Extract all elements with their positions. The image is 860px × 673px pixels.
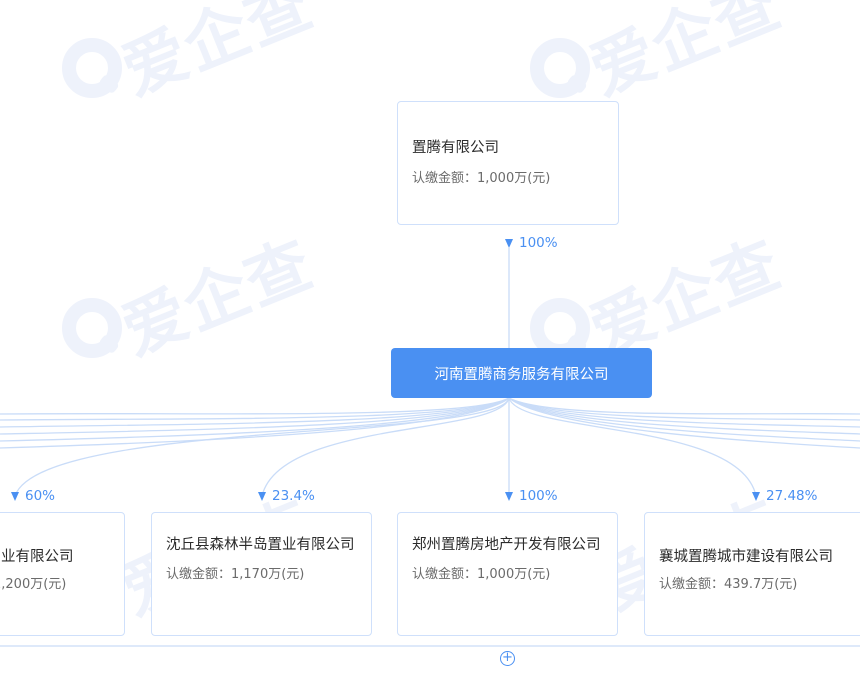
arrow-down-icon [258, 492, 266, 501]
child-node[interactable]: 业有限公司 1,200万(元) [0, 512, 125, 636]
child-node[interactable]: 襄城置腾城市建设有限公司 认缴金额：439.7万(元) [644, 512, 860, 636]
child-connector [0, 397, 510, 449]
child-connector [261, 397, 510, 497]
child-connector [0, 397, 510, 428]
child-connector [508, 397, 860, 428]
arrow-down-icon [505, 492, 513, 501]
child-connector [508, 397, 757, 497]
child-connector [508, 397, 860, 415]
child-connector [508, 397, 860, 421]
arrow-down-icon [752, 492, 760, 501]
child-connector [0, 397, 510, 442]
child-amount: 1,200万(元) [0, 577, 67, 592]
child-amount: 认缴金额：1,000万(元) [412, 567, 551, 582]
child-connector [508, 397, 860, 435]
child-name: 郑州置腾房地产开发有限公司 [412, 537, 601, 553]
child-node[interactable]: 沈丘县森林半岛置业有限公司 认缴金额：1,170万(元) [151, 512, 372, 636]
child-percent: 100% [505, 488, 558, 504]
child-connector [508, 397, 860, 449]
parent-percent: 100% [505, 235, 558, 251]
child-node[interactable]: 郑州置腾房地产开发有限公司 认缴金额：1,000万(元) [397, 512, 618, 636]
child-percent: 27.48% [752, 488, 817, 504]
child-connector [0, 397, 510, 415]
child-percent-value: 27.48% [766, 488, 818, 504]
child-name: 业有限公司 [1, 549, 74, 565]
child-amount: 认缴金额：1,170万(元) [166, 567, 305, 582]
child-percent-value: 100% [519, 488, 558, 504]
child-percent: 23.4% [258, 488, 315, 504]
arrow-down-icon [11, 492, 19, 501]
child-name: 沈丘县森林半岛置业有限公司 [166, 537, 355, 553]
center-name: 河南置腾商务服务有限公司 [434, 366, 609, 383]
child-percent-value: 23.4% [272, 488, 315, 504]
parent-percent-value: 100% [519, 235, 558, 251]
child-connector [14, 397, 510, 497]
child-percent-value: 60% [25, 488, 56, 504]
child-connector [0, 397, 510, 421]
center-node[interactable]: 河南置腾商务服务有限公司 [391, 348, 652, 398]
parent-node[interactable]: 置腾有限公司 认缴金额：1,000万(元) [397, 101, 619, 225]
expand-plus-icon[interactable]: + [500, 651, 515, 666]
parent-amount: 认缴金额：1,000万(元) [412, 171, 551, 186]
arrow-down-icon [505, 239, 513, 248]
child-amount: 认缴金额：439.7万(元) [659, 577, 798, 592]
child-percent: 60% [11, 488, 55, 504]
child-connector [0, 397, 510, 435]
child-name: 襄城置腾城市建设有限公司 [659, 549, 833, 565]
parent-name: 置腾有限公司 [412, 140, 499, 156]
child-connector [508, 397, 860, 442]
